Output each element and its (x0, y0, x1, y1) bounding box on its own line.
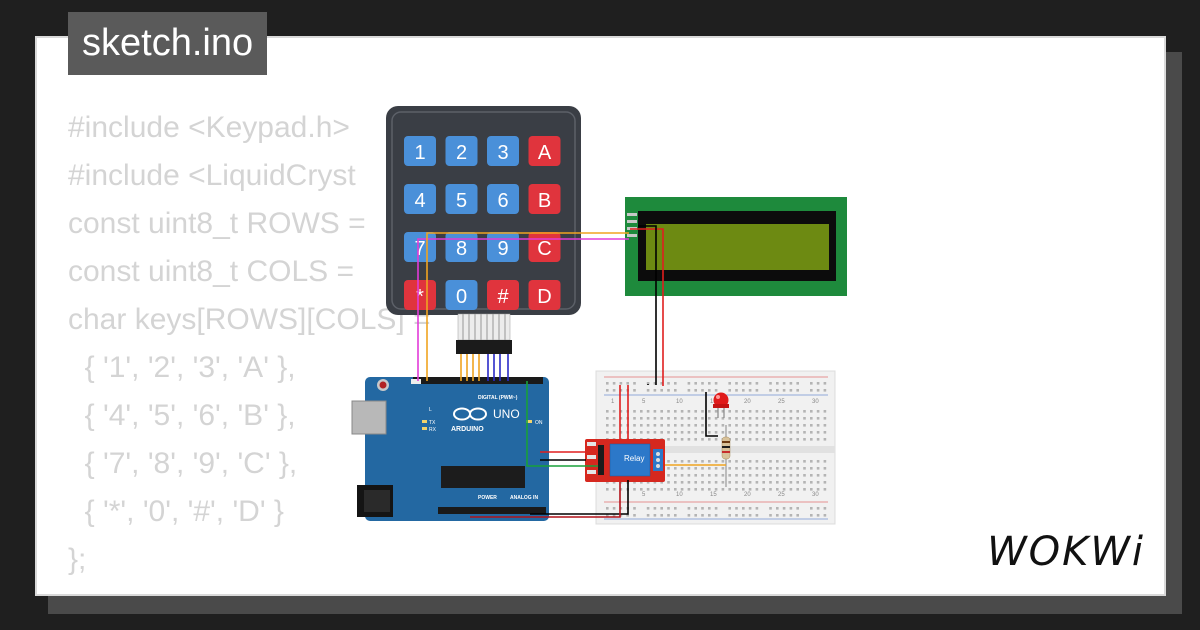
rx-label: RX (429, 427, 437, 433)
wire-red-5v (470, 482, 621, 518)
power-label: POWER (478, 495, 497, 501)
on-label: ON (535, 420, 543, 426)
arduino-uno[interactable]: UNO ARDUINO DIGITAL (PWM~) POWER ANALOG … (351, 377, 549, 521)
bb-col-label: 5 (642, 492, 646, 498)
arduino-logo (453, 407, 487, 421)
code-line: }; (68, 543, 87, 576)
usb-port (351, 400, 387, 435)
keypad-key-label: A (538, 142, 552, 164)
analog-label: ANALOG IN (510, 495, 538, 501)
bb-col-label: 1 (611, 399, 615, 405)
keypad-key-label: 8 (456, 238, 467, 260)
relay-coil (609, 443, 651, 477)
code-line: #include <Keypad.h> (68, 111, 350, 144)
keypad-key-1[interactable]: 1 (404, 136, 436, 166)
keypad-key-B[interactable]: B (528, 184, 561, 214)
breadboard-channel (596, 446, 835, 453)
led[interactable] (713, 392, 729, 419)
keypad-key-label: 6 (497, 190, 508, 212)
tx-label: TX (429, 420, 436, 426)
keypad-key-5[interactable]: 5 (445, 184, 478, 214)
bb-col-label: 15 (710, 492, 717, 498)
resistor[interactable] (721, 425, 731, 487)
keypad-key-7[interactable]: 7 (404, 232, 436, 262)
wire-black-gnd (530, 480, 629, 515)
keypad-key-label: * (416, 286, 424, 308)
keypad-key-label: 0 (456, 286, 467, 308)
code-line: #include <LiquidCryst (68, 159, 356, 192)
bb-col-label: 20 (744, 399, 751, 405)
wire-green-relay (526, 381, 598, 467)
bb-col-label: 25 (778, 492, 785, 498)
keypad[interactable]: 1 2 3 A 4 5 6 B 7 8 9 C * 0 # D (386, 106, 581, 315)
keypad-key-label: 5 (456, 190, 467, 212)
keypad-bezel (391, 111, 576, 310)
keypad-key-label: 3 (497, 142, 508, 164)
relay-module[interactable]: Relay (585, 439, 665, 482)
bb-col-label: 30 (812, 399, 819, 405)
wire-red-lcd (630, 228, 664, 386)
code-line: const uint8_t COLS = (68, 255, 363, 288)
bb-col-label: 10 (676, 399, 683, 405)
keypad-key-*[interactable]: * (404, 280, 436, 310)
code-line: char keys[ROWS][COLS] = (68, 303, 431, 336)
keypad-connector (456, 313, 512, 354)
keypad-key-label: 9 (497, 238, 508, 260)
lcd-display[interactable] (625, 197, 847, 296)
keypad-key-6[interactable]: 6 (487, 184, 519, 214)
lcd-screen (646, 224, 829, 270)
keypad-key-D[interactable]: D (528, 280, 561, 310)
keypad-key-label: C (537, 238, 551, 260)
keypad-keys: 1 2 3 A 4 5 6 B 7 8 9 C * 0 # D (404, 136, 561, 310)
bb-col-label: 15 (710, 399, 717, 405)
arduino-model: UNO (493, 407, 520, 421)
keypad-key-label: 1 (414, 142, 425, 164)
keypad-key-#[interactable]: # (487, 280, 519, 310)
wires (417, 225, 726, 518)
wire-orange (426, 232, 629, 381)
bb-col-label: 10 (676, 492, 683, 498)
keypad-key-2[interactable]: 2 (445, 136, 478, 166)
keypad-key-C[interactable]: C (528, 232, 561, 262)
code-line: { '*', '0', '#', 'D' } (68, 495, 284, 528)
keypad-key-label: # (497, 286, 509, 308)
relay-label: Relay (624, 454, 644, 463)
wire-keypad-blue (487, 354, 509, 381)
wokwi-logo: WOKWi (987, 529, 1145, 575)
keypad-key-3[interactable]: 3 (487, 136, 519, 166)
keypad-key-label: D (537, 286, 551, 308)
code-line: { '4', '5', '6', 'B' }, (68, 399, 296, 432)
bb-col-label: 20 (744, 492, 751, 498)
file-tab[interactable]: sketch.ino (68, 12, 268, 75)
l-label: L (429, 407, 432, 413)
wire-keypad-orange (460, 354, 480, 381)
keypad-key-0[interactable]: 0 (445, 280, 478, 310)
bb-col-label: 5 (642, 399, 646, 405)
arduino-brand: ARDUINO (451, 426, 484, 433)
keypad-key-label: B (538, 190, 551, 212)
code-line: { '1', '2', '3', 'A' }, (68, 351, 296, 384)
power-analog-header (438, 507, 546, 514)
digital-header (413, 377, 543, 384)
keypad-key-9[interactable]: 9 (487, 232, 519, 262)
keypad-key-4[interactable]: 4 (404, 184, 436, 214)
keypad-key-label: 2 (456, 142, 467, 164)
keypad-key-A[interactable]: A (528, 136, 561, 166)
keypad-key-8[interactable]: 8 (445, 232, 478, 262)
keypad-key-label: 4 (414, 190, 425, 212)
code-preview: #include <Keypad.h> #include <LiquidCrys… (68, 104, 431, 584)
code-line: { '7', '8', '9', 'C' }, (68, 447, 298, 480)
breadboard-column-labels: 1 5 10 15 20 25 30 5 10 15 20 25 30 (611, 399, 819, 498)
wire-black-led (705, 392, 718, 437)
bb-col-label: 25 (778, 399, 785, 405)
wire-magenta (417, 238, 629, 381)
keypad-key-label: 7 (414, 238, 425, 260)
wire-black-lcd (638, 225, 657, 385)
bb-col-label: 30 (812, 492, 819, 498)
atmega-chip (441, 466, 525, 488)
digital-label: DIGITAL (PWM~) (478, 395, 518, 401)
code-line: const uint8_t ROWS = (68, 207, 374, 240)
